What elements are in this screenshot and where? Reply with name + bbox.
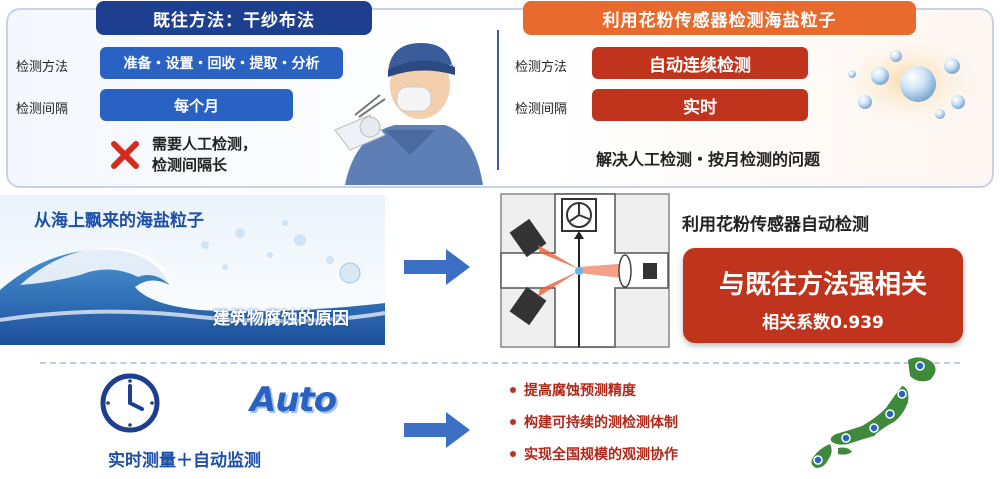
- benefit-item: 实现全国规模的观测协作: [510, 444, 678, 464]
- panel-divider: [497, 30, 499, 170]
- dashed-divider: [40, 362, 960, 364]
- right-interval-value: 实时: [592, 89, 808, 121]
- japan-map-icon: [811, 357, 936, 468]
- auto-logo: Auto: [250, 380, 337, 420]
- sensor-title: 利用花粉传感器自动检测: [682, 215, 869, 235]
- worker-illustration: [334, 43, 483, 185]
- bottom-caption: 实时测量＋自动监测: [108, 451, 261, 471]
- right-header: 利用花粉传感器检测海盐粒子: [523, 1, 916, 35]
- cross-icon: [111, 141, 139, 169]
- benefit-item: 提高腐蚀预测精度: [510, 380, 678, 400]
- result-title: 与既往方法强相关: [718, 270, 927, 300]
- benefit-list: 提高腐蚀预测精度 构建可持续的测检测体制 实现全国规模的观测协作: [510, 380, 678, 464]
- left-interval-value: 每个月: [100, 89, 293, 121]
- left-interval-label: 检测间隔: [16, 102, 69, 117]
- left-header: 既往方法：干纱布法: [96, 1, 372, 35]
- result-box: 与既往方法强相关 相关系数0.939: [683, 248, 963, 343]
- left-problem-line1: 需要人工检测，: [152, 135, 258, 153]
- right-solution: 解决人工检测・按月检测的问题: [596, 150, 821, 169]
- benefit-text: 提高腐蚀预测精度: [524, 383, 636, 399]
- bullet-dot: [510, 419, 516, 425]
- wave-illustration: [0, 195, 385, 345]
- bullet-dot: [510, 451, 516, 457]
- arrow-right-icon: [404, 249, 470, 285]
- right-method-value: 自动连续检测: [592, 47, 808, 79]
- sea-salt-bubbles: [840, 36, 980, 126]
- left-problem: 需要人工检测， 检测间隔长: [152, 134, 257, 176]
- result-subtitle: 相关系数0.939: [762, 313, 884, 333]
- right-method-label: 检测方法: [515, 60, 568, 75]
- left-method-label: 检测方法: [16, 60, 69, 75]
- benefit-item: 构建可持续的测检测体制: [510, 412, 678, 432]
- arrow-right-icon: [404, 412, 470, 448]
- sensor-diagram: [500, 193, 670, 348]
- benefit-text: 实现全国规模的观测协作: [524, 447, 678, 463]
- bullet-dot: [510, 387, 516, 393]
- wave-caption-bottom: 建筑物腐蚀的原因: [213, 309, 349, 329]
- wave-caption-top: 从海上飘来的海盐粒子: [34, 211, 204, 231]
- right-interval-label: 检测间隔: [515, 102, 568, 117]
- left-problem-line2: 检测间隔长: [152, 156, 228, 174]
- benefit-text: 构建可持续的测检测体制: [524, 415, 678, 431]
- clock-icon: [100, 373, 160, 433]
- left-method-value: 准备・设置・回收・提取・分析: [100, 47, 343, 79]
